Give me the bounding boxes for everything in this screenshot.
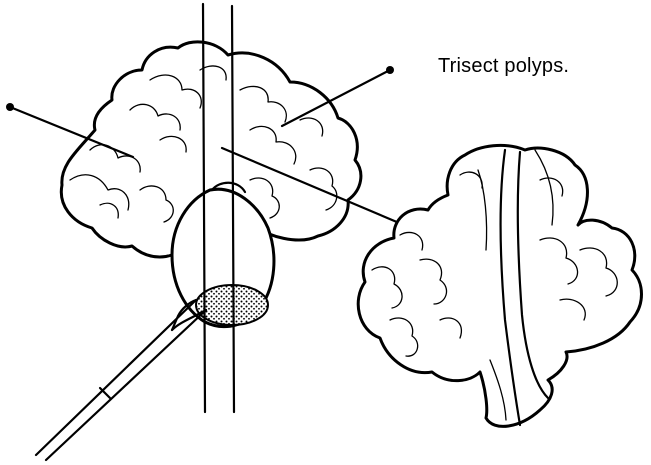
snare-instrument bbox=[34, 298, 208, 462]
intact-polyp bbox=[59, 40, 363, 259]
cutting-guides bbox=[201, 2, 236, 414]
polyp-stalk bbox=[170, 181, 276, 328]
figure-caption: Trisect polyps. bbox=[438, 55, 570, 77]
sectioned-polyp bbox=[356, 144, 643, 428]
